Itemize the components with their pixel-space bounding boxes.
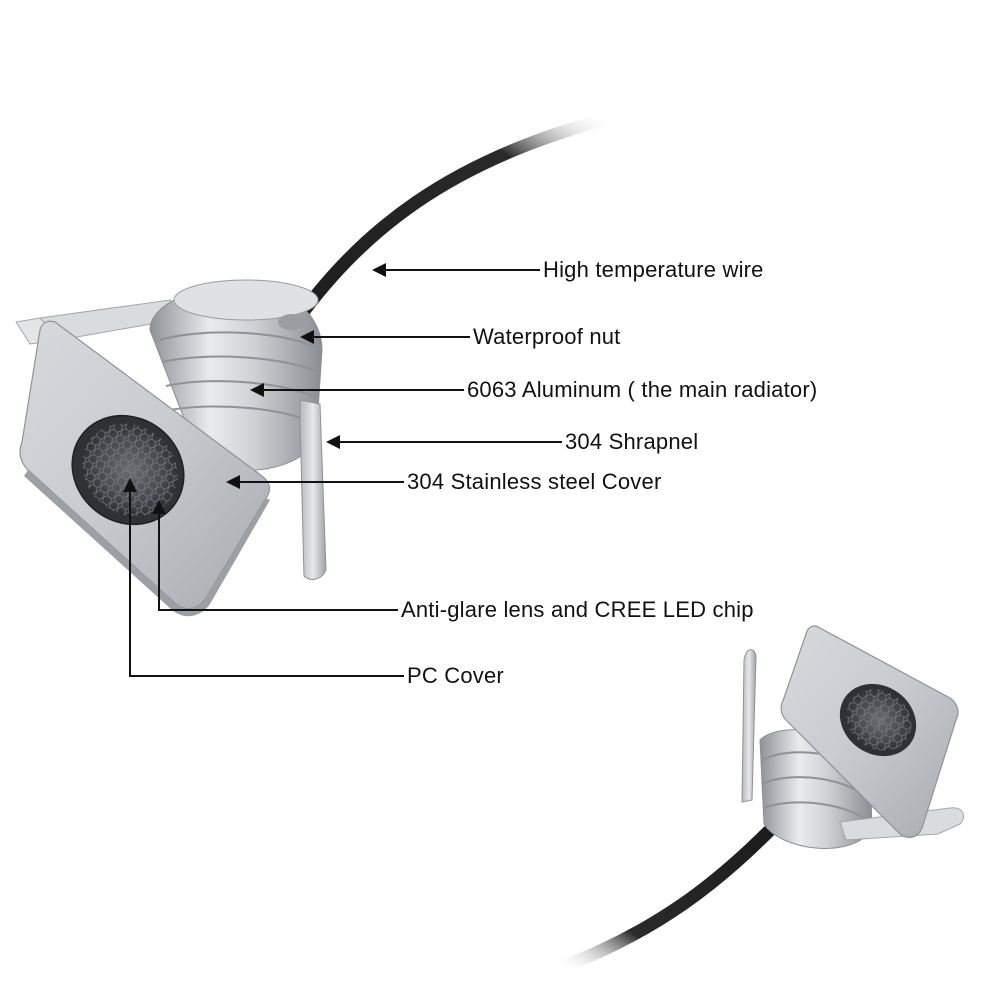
cable-secondary (553, 823, 777, 975)
leader-stainless-cover (226, 475, 404, 489)
leader-shrapnel (326, 435, 562, 449)
callout-stainless-cover: 304 Stainless steel Cover (407, 469, 662, 494)
callout-high-temperature-wire: High temperature wire (543, 257, 764, 282)
leader-lines (123, 263, 562, 677)
leader-high-temperature-wire (372, 263, 540, 277)
main-lamp (15, 111, 617, 617)
callout-waterproof-nut: Waterproof nut (473, 324, 621, 349)
lens-assembly (71, 414, 185, 526)
cable-main (283, 111, 617, 337)
callout-lens-and-chip: Anti-glare lens and CREE LED chip (401, 597, 754, 622)
callout-pc-cover: PC Cover (407, 663, 504, 688)
shrapnel-clip (299, 399, 327, 580)
secondary-clip (741, 649, 757, 803)
leader-aluminum-radiator (250, 383, 464, 397)
callout-aluminum-radiator: 6063 Aluminum ( the main radiator) (467, 377, 818, 402)
leader-waterproof-nut (300, 330, 470, 344)
secondary-lamp (553, 625, 965, 975)
leader-pc-cover (123, 478, 404, 677)
leader-lens-and-chip (152, 500, 398, 611)
callout-shrapnel: 304 Shrapnel (565, 429, 699, 454)
